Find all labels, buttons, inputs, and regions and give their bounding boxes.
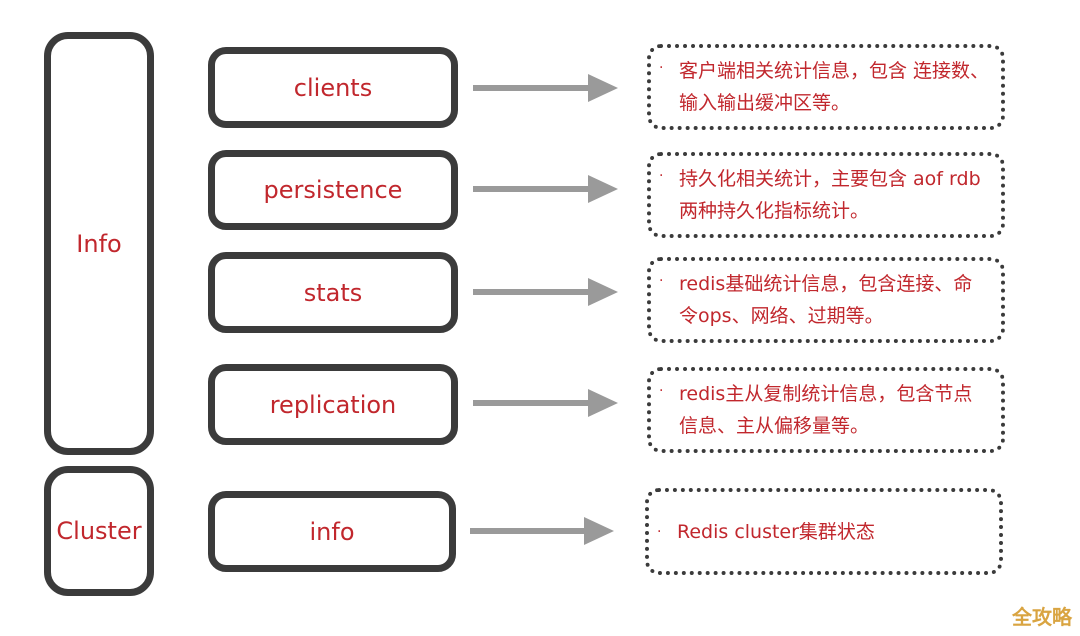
bullet-icon: ·: [657, 523, 662, 540]
persistence-label: persistence: [263, 176, 403, 204]
arrow-persistence: [473, 175, 618, 203]
cluster-group-label: Cluster: [56, 517, 142, 545]
persistence-description: 持久化相关统计，主要包含 aof rdb两种持久化指标统计。: [679, 168, 981, 222]
persistence-box: persistence: [208, 150, 458, 230]
replication-label: replication: [269, 390, 397, 419]
cluster-info-label: info: [309, 517, 355, 546]
clients-box: clients: [208, 47, 458, 128]
stats-label: stats: [303, 278, 363, 307]
cluster-info-description-box: · Redis cluster集群状态: [645, 488, 1003, 575]
clients-description-box: · 客户端相关统计信息，包含 连接数、输入输出缓冲区等。: [647, 44, 1005, 130]
info-group-label: Info: [76, 229, 122, 258]
replication-description: redis主从复制统计信息，包含节点信息、主从偏移量等。: [679, 383, 973, 437]
bullet-icon: ·: [659, 273, 664, 289]
cluster-info-box: info: [208, 491, 456, 572]
arrow-replication: [473, 389, 618, 417]
cluster-group-box: Cluster: [44, 466, 154, 596]
bullet-icon: ·: [659, 168, 664, 184]
cluster-info-description: Redis cluster集群状态: [677, 520, 875, 543]
bullet-icon: ·: [659, 383, 664, 399]
arrow-clients: [473, 74, 618, 102]
stats-description: redis基础统计信息，包含连接、命令ops、网络、过期等。: [679, 273, 973, 327]
replication-description-box: · redis主从复制统计信息，包含节点信息、主从偏移量等。: [647, 367, 1005, 453]
persistence-description-box: · 持久化相关统计，主要包含 aof rdb两种持久化指标统计。: [647, 152, 1005, 238]
stats-box: stats: [208, 252, 458, 333]
arrow-stats: [473, 278, 618, 306]
arrow-cluster-info: [470, 517, 614, 545]
bullet-icon: ·: [659, 60, 664, 76]
info-group-box: Info: [44, 32, 154, 455]
stats-description-box: · redis基础统计信息，包含连接、命令ops、网络、过期等。: [647, 257, 1005, 343]
clients-description: 客户端相关统计信息，包含 连接数、输入输出缓冲区等。: [679, 60, 990, 114]
clients-label: clients: [293, 73, 373, 102]
replication-box: replication: [208, 364, 458, 445]
watermark-logo: 全攻略: [1012, 605, 1072, 629]
